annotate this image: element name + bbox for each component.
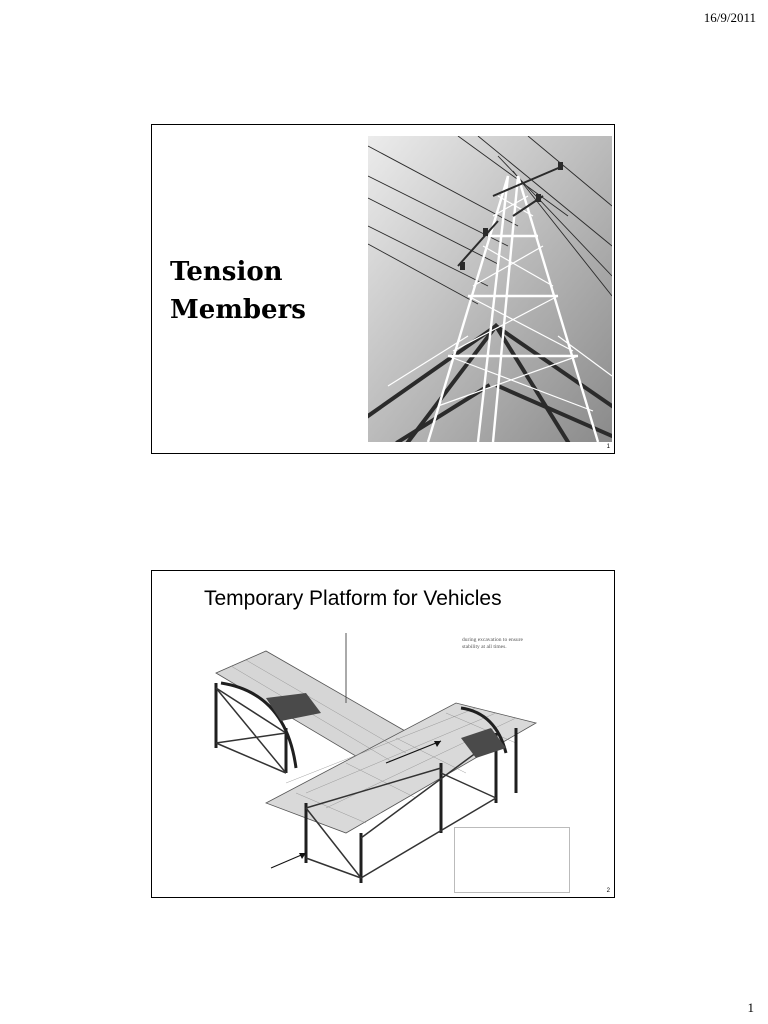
page-date: 16/9/2011 [703,10,756,25]
slide-1: Tension Members [151,124,615,454]
platform-structure-drawing [214,633,538,883]
caption-line-2: stability at all times. [462,644,507,650]
transmission-tower-photo [368,136,612,442]
slide-1-title: Tension Members [170,253,306,329]
drawing-caption: during excavation to ensure stability at… [462,637,572,651]
slide-number: 1 [606,444,610,450]
slide-2-title: Temporary Platform for Vehicles [204,587,502,610]
page-number: 1 [747,1000,755,1015]
slide-2: Temporary Platform for Vehicles [151,570,615,898]
caption-line-1: during excavation to ensure [462,637,523,643]
slide-number: 2 [606,888,610,894]
title-line-1: Tension [170,257,283,287]
title-line-2: Members [170,295,306,325]
empty-callout-box [454,827,570,893]
